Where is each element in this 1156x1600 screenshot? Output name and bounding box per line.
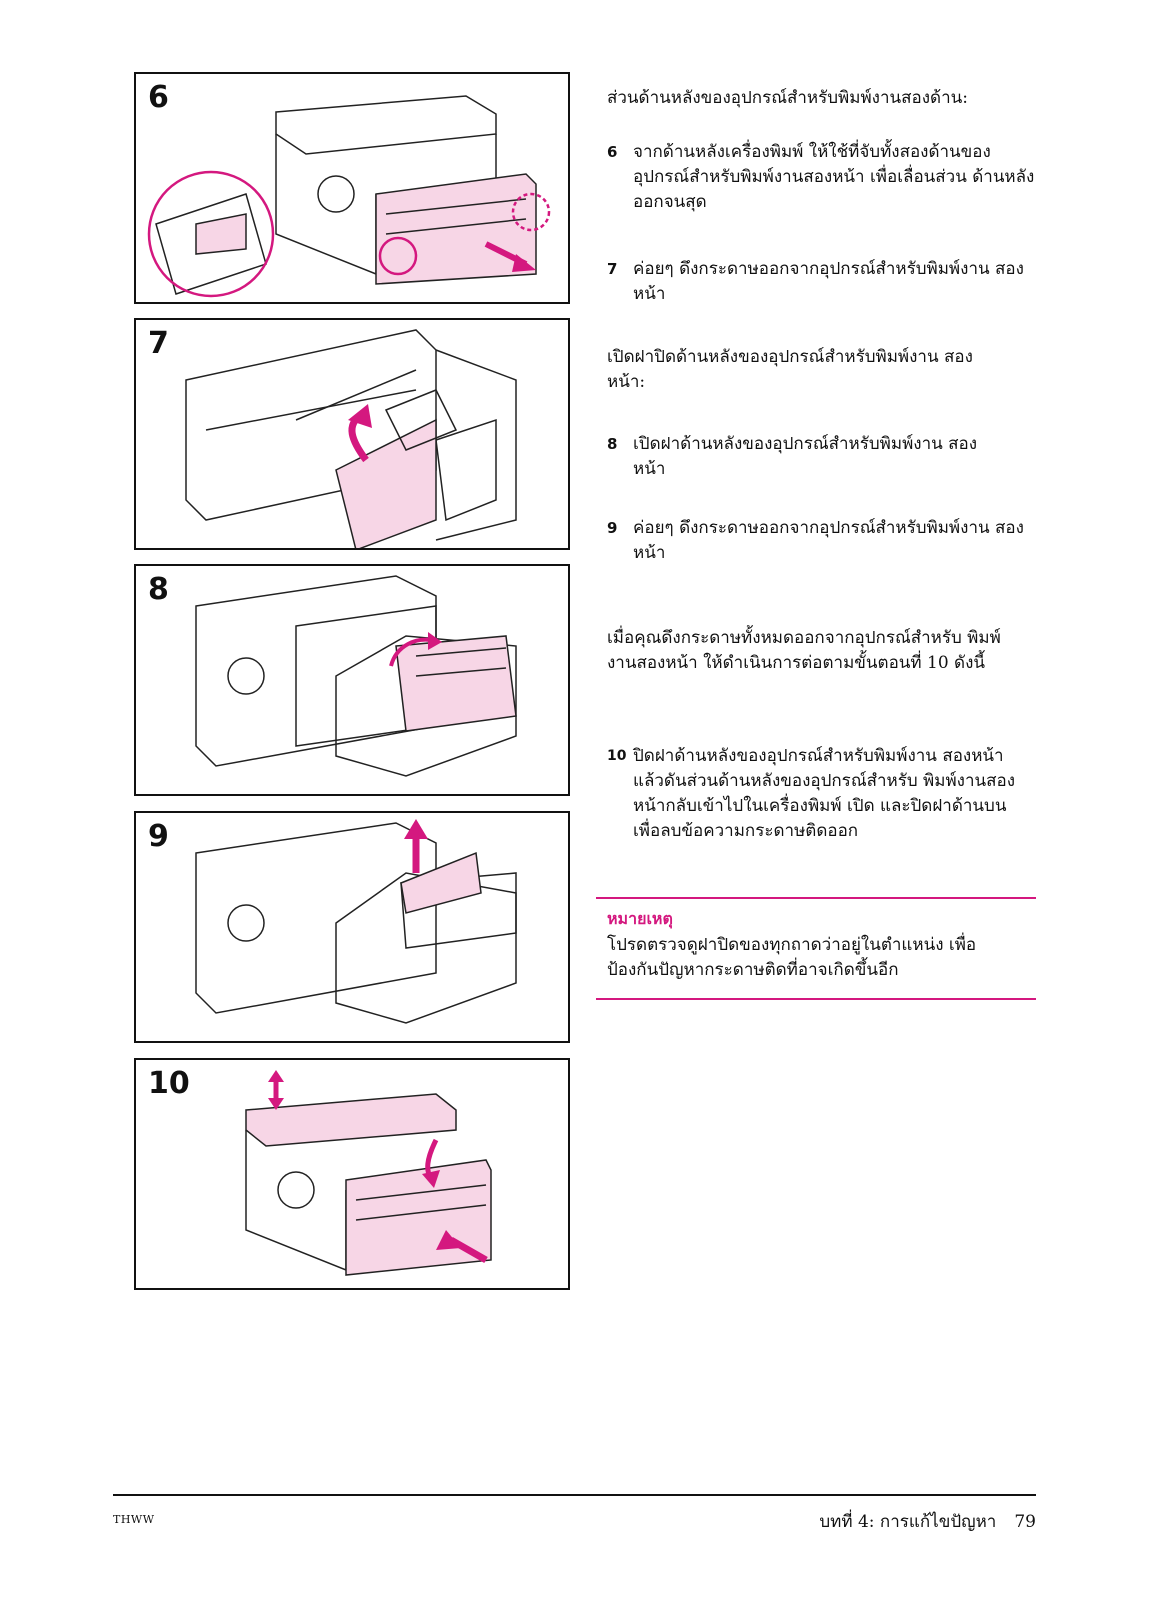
- footer-doc-code: THWW: [113, 1513, 155, 1526]
- section-intro-rear-duplex: ส่วนด้านหลังของอุปกรณ์สำหรับพิมพ์งานสองด…: [607, 88, 968, 108]
- section-intro-continue: เมื่อคุณดึงกระดาษทั้งหมดออกจากอุปกรณ์สำห…: [607, 628, 1001, 673]
- step-8: 8 เปิดฝาด้านหลังของอุปกรณ์สำหรับพิมพ์งาน…: [607, 432, 997, 482]
- note-top-rule: [596, 897, 1036, 899]
- panel-number: 10: [148, 1066, 190, 1101]
- footer-chapter: บทที่ 4: การแก้ไขปัญหา: [819, 1512, 997, 1532]
- illustration-panel-7: 7: [134, 318, 570, 550]
- panel-number: 6: [148, 80, 169, 115]
- step-text: จากด้านหลังเครื่องพิมพ์ ให้ใช้ที่จับทั้ง…: [633, 142, 1035, 212]
- pull-paper-illustration: [195, 819, 517, 1024]
- step-9: 9 ค่อยๆ ดึงกระดาษออกจากอุปกรณ์สำหรับพิมพ…: [607, 516, 1037, 566]
- illustration-panel-6: 6: [134, 72, 570, 304]
- step-text: ค่อยๆ ดึงกระดาษออกจากอุปกรณ์สำหรับพิมพ์ง…: [633, 259, 1024, 304]
- step-text: ค่อยๆ ดึงกระดาษออกจากอุปกรณ์สำหรับพิมพ์ง…: [633, 518, 1024, 563]
- step-number: 10: [607, 748, 627, 764]
- printer-rear-duplex-illustration: [147, 95, 551, 298]
- footer-page-info: บทที่ 4: การแก้ไขปัญหา 79: [819, 1508, 1036, 1535]
- step-number: 6: [607, 143, 618, 161]
- illustration-panel-8: 8: [134, 564, 570, 796]
- note-bottom-rule: [596, 998, 1036, 1000]
- step-number: 8: [607, 435, 618, 453]
- step-6: 6 จากด้านหลังเครื่องพิมพ์ ให้ใช้ที่จับทั…: [607, 140, 1037, 215]
- paper-removal-illustration: [185, 329, 517, 548]
- note-body: โปรดตรวจดูฝาปิดของทุกถาดว่าอยู่ในตำแหน่ง…: [607, 935, 977, 980]
- panel-number: 9: [148, 819, 169, 854]
- open-rear-cover-illustration: [195, 575, 517, 777]
- illustration-panel-9: 9: [134, 811, 570, 1043]
- step-number: 9: [607, 519, 618, 537]
- section-intro-open-cover: เปิดฝาปิดด้านหลังของอุปกรณ์สำหรับพิมพ์งา…: [607, 347, 973, 392]
- panel-number: 8: [148, 572, 169, 607]
- step-text: ปิดฝาด้านหลังของอุปกรณ์สำหรับพิมพ์งาน สอ…: [633, 746, 1016, 841]
- illustration-panel-10: 10: [134, 1058, 570, 1290]
- step-number: 7: [607, 260, 618, 278]
- page-number: 79: [1014, 1512, 1036, 1532]
- step-text: เปิดฝาด้านหลังของอุปกรณ์สำหรับพิมพ์งาน ส…: [633, 434, 978, 479]
- footer-rule: [113, 1494, 1036, 1496]
- step-10: 10 ปิดฝาด้านหลังของอุปกรณ์สำหรับพิมพ์งาน…: [607, 744, 1037, 844]
- close-duplex-illustration: [245, 1070, 492, 1276]
- step-7: 7 ค่อยๆ ดึงกระดาษออกจากอุปกรณ์สำหรับพิมพ…: [607, 257, 1037, 307]
- panel-number: 7: [148, 326, 169, 361]
- note-heading: หมายเหตุ: [607, 909, 673, 928]
